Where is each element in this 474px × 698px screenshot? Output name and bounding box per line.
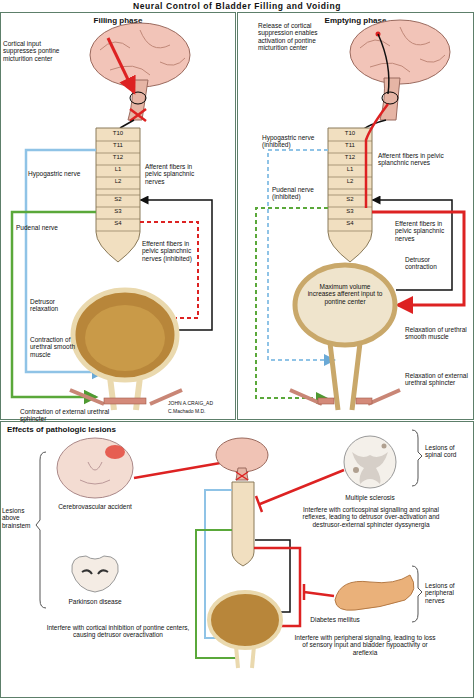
annotation: Pudenal nerve (inhibited) (272, 186, 326, 201)
spinal-cord (96, 128, 140, 262)
spinal-level: S4 (330, 220, 370, 227)
spinal-level: L2 (98, 178, 138, 185)
spinal-level: S2 (330, 196, 370, 203)
annotation: Relaxation of urethral smooth muscle (405, 326, 470, 341)
annotation: Detrusor contraction (405, 256, 449, 271)
gray-matter (352, 452, 388, 484)
spinal-level: T10 (330, 130, 370, 137)
brain (350, 20, 450, 84)
annotation: Efferent fibers in pelvic splanchnic ner… (142, 240, 196, 262)
bracket (412, 566, 422, 622)
annotation: Contraction of external urethral sphinct… (20, 408, 110, 423)
bracket (36, 452, 46, 608)
lesion-pointer (134, 462, 226, 478)
substantia-nigra (82, 570, 108, 574)
brainstem (380, 78, 400, 120)
spinal-level: L2 (330, 178, 370, 185)
panel-heading: Effects of pathologic lesions (1, 425, 473, 434)
annotation: Pudenal nerve (16, 224, 76, 231)
urethra (236, 646, 254, 668)
spinal-cord-outline (96, 128, 140, 262)
bladder (295, 265, 395, 345)
brain-gyri (360, 27, 445, 72)
plaque (382, 444, 387, 449)
spinal-level: T10 (98, 130, 138, 137)
cortical-input-arrow (108, 38, 134, 92)
spinal-level: S3 (98, 208, 138, 215)
annotation: Diabetes mellitus (300, 616, 370, 623)
annotation: Release of cortical suppression enables … (258, 22, 332, 51)
urethra (330, 343, 360, 410)
annotation: Relaxation of external urethral sphincte… (405, 372, 470, 387)
bracket (412, 430, 422, 486)
stroke-lesion (105, 445, 125, 459)
spinal-level: S3 (330, 208, 370, 215)
lesion-pointer (256, 470, 344, 512)
plaque (353, 467, 359, 473)
pontine-center (382, 92, 398, 104)
annotation: Maximum volume increases afferent input … (306, 283, 384, 305)
annotation: Hypogastric nerve (inhibited) (262, 134, 324, 149)
segment-lines (96, 141, 140, 231)
panel-heading: Filling phase (1, 16, 235, 25)
annotation: Contraction of urethral smooth muscle (30, 336, 80, 358)
spinal-cord (232, 482, 254, 566)
cortical-tract (378, 34, 389, 94)
annotation: Detrusor relaxation (30, 298, 72, 313)
spinal-level: L1 (98, 166, 138, 173)
brain-gyri (100, 30, 185, 75)
annotation: Hypogastric nerve (28, 170, 86, 177)
pelvic-floor (70, 390, 182, 404)
annotation: Afferent fibers in pelvic splanchnic ner… (378, 152, 458, 167)
inhibition-mark (130, 109, 146, 121)
annotation: Lesions above brainstem (2, 507, 38, 529)
annotation: Parkinson disease (55, 598, 135, 605)
cord-section (344, 436, 396, 488)
annotation: Efferent fibers in pelvic splanchnic ner… (395, 220, 445, 242)
diagram-title: Neural Control of Bladder Filling and Vo… (0, 1, 474, 11)
brain (90, 23, 190, 87)
brainstem (236, 468, 248, 480)
inhibition-mark (236, 472, 248, 480)
spinal-level: T11 (98, 142, 138, 149)
bladder (73, 290, 177, 380)
descending-tract (120, 120, 134, 128)
annotation: Interfere with corticospinal signalling … (298, 506, 444, 528)
pancreas (335, 575, 414, 610)
lesion-pointer (304, 584, 334, 600)
spinal-level: L1 (330, 166, 370, 173)
urethra (110, 377, 140, 410)
midbrain-section (72, 556, 118, 592)
spinal-level: S2 (98, 196, 138, 203)
signature: C.Machado M.D. (168, 409, 234, 415)
annotation: Interfere with cortical inhibition of po… (42, 624, 194, 639)
external-sphincter (318, 398, 334, 404)
pontine-center (130, 92, 146, 104)
spinal-level: T12 (98, 154, 138, 161)
urine (85, 305, 165, 371)
external-sphincter (104, 398, 146, 404)
brain (216, 438, 268, 472)
annotation: Lesions of peripheral nerves (425, 582, 471, 604)
bladder (209, 592, 281, 648)
external-sphincter (356, 398, 372, 404)
annotation: Multiple sclerosis (300, 494, 440, 501)
ventricles (80, 462, 110, 484)
annotation: Lesions of spinal cord (425, 444, 471, 459)
annotation: Afferent fibers in pelvic splanchnic ner… (145, 163, 209, 185)
spinal-level: T11 (330, 142, 370, 149)
signature: JOHN A.CRAIG_AD (168, 401, 234, 407)
annotation: Interfere with peripheral signaling, lea… (292, 634, 438, 656)
spinal-level: T12 (330, 154, 370, 161)
pelvic-floor (290, 390, 400, 404)
brain-section (57, 438, 133, 498)
annotation: Cerebrovascular accident (55, 503, 135, 510)
annotation: Cortical input suppresses pontine mictur… (3, 40, 65, 62)
spinal-level: S4 (98, 220, 138, 227)
